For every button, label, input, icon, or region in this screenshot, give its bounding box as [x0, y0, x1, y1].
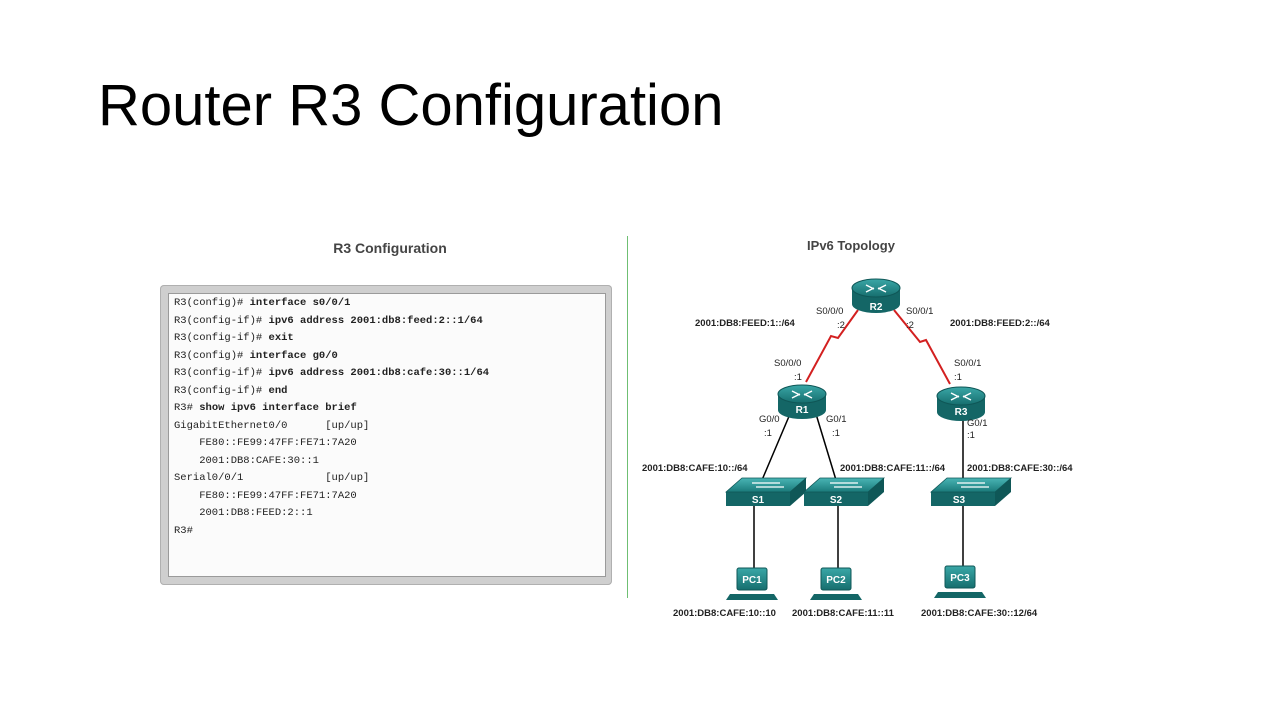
switch-arrows-icon	[830, 482, 862, 488]
r2-s000-label: S0/0/0	[816, 306, 843, 317]
net-cafe30-label: 2001:DB8:CAFE:30::/64	[967, 463, 1073, 474]
r1-g01-host: :1	[832, 428, 840, 439]
serial-link-r1-r2	[805, 309, 859, 383]
r2-s001-host: :2	[906, 320, 914, 331]
switch-label: S1	[752, 495, 765, 506]
eth-link-r1-s2	[815, 413, 837, 481]
pc1: PC1	[726, 567, 778, 600]
topology-title: IPv6 Topology	[807, 238, 896, 253]
pc2: PC2	[810, 567, 862, 600]
switch-arrows-icon	[752, 482, 784, 488]
eth-link-r1-s1	[761, 413, 791, 481]
router-arrows-icon	[950, 392, 972, 401]
slide-title: Router R3 Configuration	[98, 73, 724, 138]
cli-line: R3(config-if)# exit	[174, 332, 294, 344]
pc-label: PC2	[826, 575, 846, 586]
net-cafe11-label: 2001:DB8:CAFE:11::/64	[840, 463, 946, 474]
net-feed1-label: 2001:DB8:FEED:1::/64	[695, 318, 795, 329]
serial-link-r2-r3	[893, 309, 951, 385]
cli-line: R3#	[174, 524, 193, 537]
switch-arrows-icon	[957, 482, 989, 488]
r2-s001-label: S0/0/1	[906, 306, 933, 317]
router-arrows-icon	[791, 390, 813, 399]
cli-line: Serial0/0/1 [up/up]	[174, 472, 370, 484]
net-feed2-label: 2001:DB8:FEED:2::/64	[950, 318, 1050, 329]
r3-g01-host: :1	[967, 430, 975, 441]
cli-line: R3(config-if)# ipv6 address 2001:db8:fee…	[174, 314, 483, 327]
cli-line: R3# show ipv6 interface brief	[174, 402, 357, 414]
panel-divider	[627, 236, 628, 598]
cli-line: 2001:DB8:CAFE:30::1	[174, 454, 319, 467]
cli-line: R3(config-if)# end	[174, 384, 288, 397]
switch-s3: S3	[929, 477, 1013, 506]
router-label: R3	[955, 407, 968, 418]
r2-s000-host: :2	[837, 320, 845, 331]
cli-line: FE80::FE99:47FF:FE71:7A20	[174, 437, 357, 449]
router-label: R2	[870, 302, 883, 313]
config-panel: R3 Configuration R3(config)# interface s…	[152, 236, 628, 598]
cli-line: R3(config-if)# ipv6 address 2001:db8:caf…	[174, 367, 490, 379]
switch-s1: S1	[724, 477, 808, 506]
cli-line: 2001:DB8:FEED:2::1	[174, 507, 313, 519]
router-r2: R2	[851, 278, 901, 313]
pc3-address: 2001:DB8:CAFE:30::12/64	[921, 608, 1038, 619]
r3-s001-label: S0/0/1	[954, 358, 981, 369]
router-r1: R1	[777, 384, 827, 419]
switch-s2: S2	[802, 477, 886, 506]
cli-line: FE80::FE99:47FF:FE71:7A20	[174, 489, 357, 502]
net-cafe10-label: 2001:DB8:CAFE:10::/64	[642, 463, 748, 474]
r3-g01-label: G0/1	[967, 418, 988, 429]
r1-s000-label: S0/0/0	[774, 358, 801, 369]
r1-g00-label: G0/0	[759, 414, 780, 425]
pc2-address: 2001:DB8:CAFE:11::11	[792, 608, 895, 619]
cli-line: GigabitEthernet0/0 [up/up]	[174, 419, 370, 432]
r1-g00-host: :1	[764, 428, 772, 439]
switch-label: S2	[830, 495, 843, 506]
pc-label: PC3	[950, 573, 970, 584]
topology-diagram: IPv6 Topology R2 R1 R3	[642, 238, 1073, 619]
cli-line: R3(config)# interface g0/0	[174, 349, 338, 362]
router-r3: R3	[936, 386, 986, 421]
r3-s001-host: :1	[954, 372, 962, 383]
cli-console: R3(config)# interface s0/0/1 R3(config-i…	[160, 285, 612, 585]
pc1-address: 2001:DB8:CAFE:10::10	[673, 608, 776, 619]
router-label: R1	[796, 405, 809, 416]
switch-label: S3	[953, 495, 966, 506]
topology-panel: IPv6 Topology R2 R1 R3	[630, 236, 1100, 626]
cli-line: R3(config)# interface s0/0/1	[174, 297, 351, 309]
router-arrows-icon	[865, 284, 887, 293]
cli-output: R3(config)# interface s0/0/1 R3(config-i…	[168, 293, 606, 577]
pc3: PC3	[934, 565, 986, 598]
r1-g01-label: G0/1	[826, 414, 847, 425]
r1-s000-host: :1	[794, 372, 802, 383]
config-panel-title: R3 Configuration	[333, 240, 447, 256]
pc-label: PC1	[742, 575, 762, 586]
